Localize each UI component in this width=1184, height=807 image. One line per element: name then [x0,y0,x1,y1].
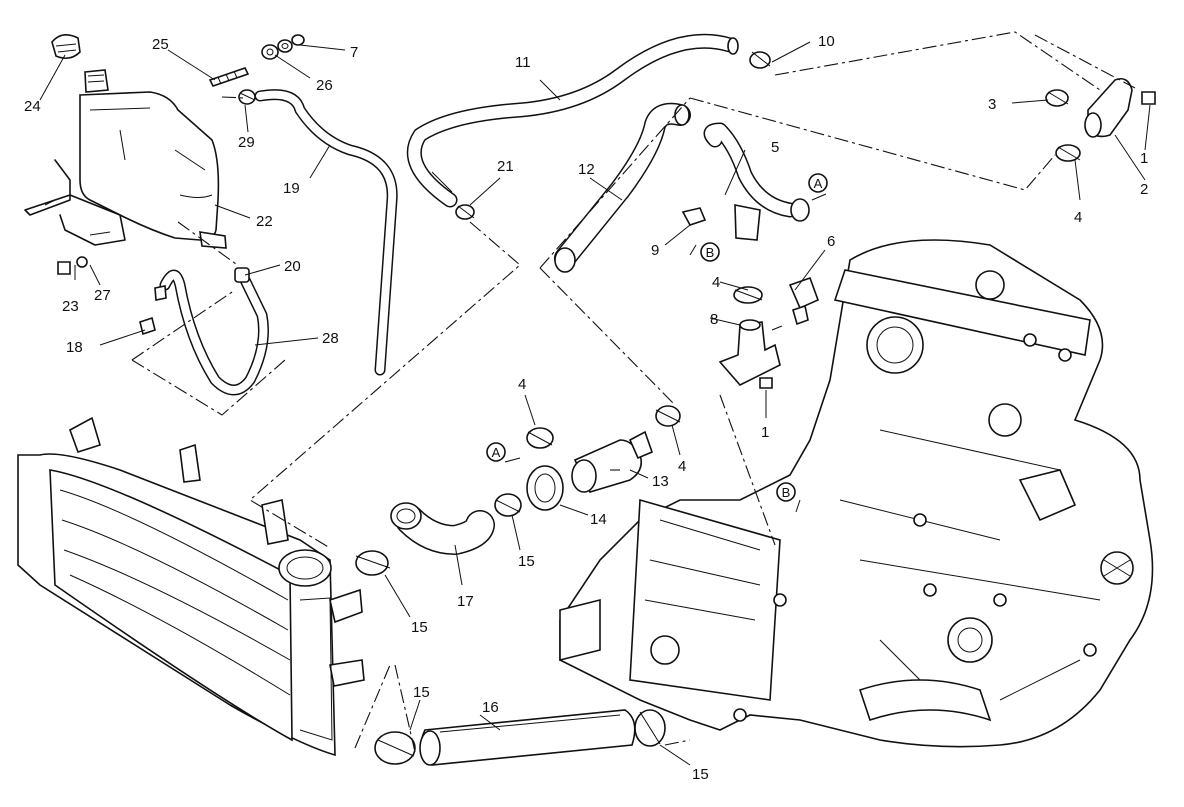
hose-19 [254,89,398,376]
callout-22: 22 [256,213,273,230]
clamp-15-left [355,550,391,576]
callout-13: 13 [652,473,669,490]
callout-27: 27 [94,287,111,304]
callout-4-b: 4 [1074,209,1082,226]
callout-7: 7 [350,44,358,61]
bolt-1-mid [759,377,773,389]
hose-16 [419,709,636,766]
clamp-4-mid [733,286,763,304]
section-marker-b-top: B [689,242,720,262]
callout-2: 2 [1140,181,1148,198]
clamp-21 [455,204,475,220]
hose-5 [703,122,810,241]
callout-10: 10 [818,33,835,50]
washers-26-7 [261,34,305,60]
callout-8: 8 [710,311,718,328]
callout-15-c: 15 [413,684,430,701]
clamp-4-left [526,427,554,449]
svg-text:B: B [782,485,791,500]
hose-28 [159,269,269,396]
callout-15-d: 15 [692,766,709,783]
hose-12 [554,102,691,273]
section-marker-a-mid: A [486,442,521,463]
callout-6: 6 [827,233,835,250]
callout-26: 26 [316,77,333,94]
tank-cap [51,34,81,60]
expansion-tank [79,69,227,249]
callout-16: 16 [482,699,499,716]
callout-11: 11 [515,54,531,71]
sensor-6 [771,276,820,331]
leader-lines [39,41,1151,766]
clamp-15-bottom-right [634,709,666,747]
callout-24: 24 [24,98,41,115]
svg-text:B: B [706,245,715,260]
callout-29: 29 [238,134,255,151]
callout-15-a: 15 [518,553,535,570]
clamp-4-top [1055,144,1081,162]
section-marker-b-mid: B [776,482,801,513]
callout-21: 21 [497,158,514,175]
callout-23: 23 [62,298,79,315]
engine-assembly [559,239,1154,748]
clamp-10 [749,51,771,69]
hose-11 [406,33,739,208]
tank-bracket [24,159,126,246]
thermostat-13 [571,430,654,493]
tank-fitting-25 [208,67,250,87]
callout-3: 3 [988,96,996,113]
callout-17: 17 [457,593,474,610]
callout-19: 19 [283,180,300,197]
section-marker-a-top: A [808,173,828,201]
callout-1-a: 1 [761,424,769,441]
callout-12: 12 [578,161,595,178]
clamp-15-bottom-left [374,731,416,765]
svg-text:A: A [492,445,501,460]
callout-4-a: 4 [712,274,720,291]
callout-14: 14 [590,511,607,528]
callout-4-c: 4 [518,376,526,393]
small-parts-tank [57,256,250,336]
callout-5: 5 [771,139,779,156]
routing-dashed-lines [131,31,1136,753]
callout-9: 9 [651,242,659,259]
svg-text:A: A [814,176,823,191]
clamp-3 [1045,89,1069,107]
hose-17 [390,502,495,555]
radiator [17,416,365,757]
ring-14 [526,465,564,511]
callout-labels: 7 26 25 24 29 19 22 20 23 27 18 28 11 10… [24,33,1148,783]
callout-4-d: 4 [678,458,686,475]
fitting-2 [1084,77,1156,138]
clamp-4-right [655,405,681,427]
callout-25: 25 [152,36,169,53]
callout-20: 20 [284,258,301,275]
callout-28: 28 [322,330,339,347]
callout-18: 18 [66,339,83,356]
fitting-9 [681,207,707,226]
callout-1-b: 1 [1140,150,1148,167]
clamp-29 [238,89,256,105]
housing-8 [718,319,781,386]
clamp-15-mid [494,493,522,517]
callout-15-b: 15 [411,619,428,636]
